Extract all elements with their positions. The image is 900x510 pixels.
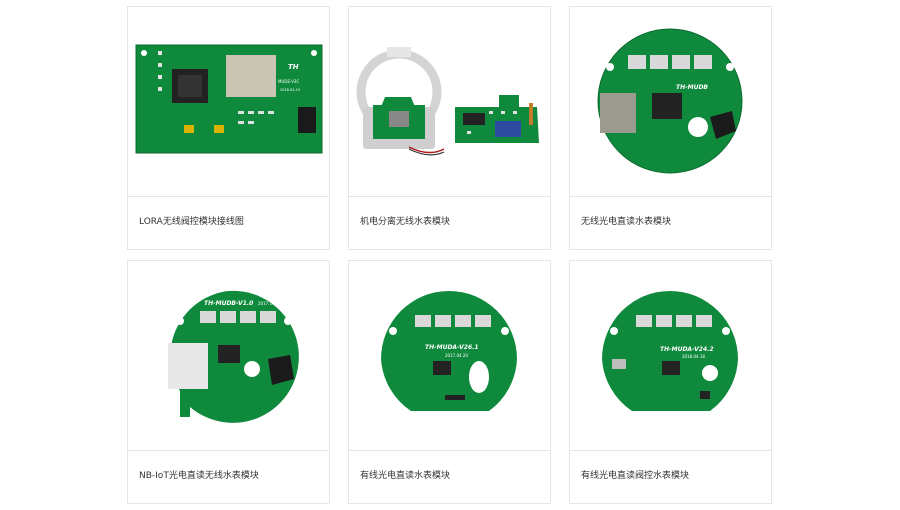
board-label-model: TH-MUDB xyxy=(676,84,708,91)
wired-photoelectric-board-image[interactable]: TH-MUDA-V26.1 2017.04.20 xyxy=(349,261,550,451)
board-label-date: 2018.04.18 xyxy=(682,354,705,359)
board-label-model: TH-MUDA-V24.2 xyxy=(660,346,714,353)
product-caption[interactable]: 无线光电直读水表模块 xyxy=(581,217,672,227)
wired-valve-board-image[interactable]: TH-MUDA-V24.2 2018.04.18 xyxy=(570,261,771,451)
product-card-electromechanical[interactable]: 机电分离无线水表模块 xyxy=(348,6,551,250)
board-label-date: 2017.04.20 xyxy=(445,353,468,358)
lora-board-image[interactable]: TH MUDE-V3C 2018.04.19 xyxy=(128,7,329,197)
electromechanical-board-image[interactable] xyxy=(349,7,550,197)
product-caption[interactable]: 机电分离无线水表模块 xyxy=(360,217,451,227)
product-card-wireless-photoelectric[interactable]: TH-MUDB 无线光电直读水表模块 xyxy=(569,6,772,250)
product-caption[interactable]: 有线光电直读阀控水表模块 xyxy=(581,471,690,481)
board-label-model: TH-MUDA-V26.1 xyxy=(425,344,479,351)
product-caption[interactable]: LORA无线阀控模块接线图 xyxy=(139,217,244,227)
product-card-wired-photoelectric[interactable]: TH-MUDA-V26.1 2017.04.20 有线光电直读水表模块 xyxy=(348,260,551,504)
nbiot-board-image[interactable]: TH-MUDB-V1.0 2017.1.12 xyxy=(128,261,329,451)
product-card-wired-valve[interactable]: TH-MUDA-V24.2 2018.04.18 有线光电直读阀控水表模块 xyxy=(569,260,772,504)
board-label-model: MUDE-V3C xyxy=(278,79,299,84)
product-caption[interactable]: NB-IoT光电直读无线水表模块 xyxy=(139,471,259,481)
board-label-brand: TH xyxy=(288,63,299,71)
product-card-nbiot[interactable]: TH-MUDB-V1.0 2017.1.12 NB-IoT光电直读无线水表模块 xyxy=(127,260,330,504)
board-label-date: 2017.1.12 xyxy=(258,301,279,306)
board-label-date: 2018.04.19 xyxy=(280,88,300,92)
board-label-model: TH-MUDB-V1.0 xyxy=(204,300,253,307)
product-card-lora[interactable]: TH MUDE-V3C 2018.04.19 LORA无线阀控模块接线图 xyxy=(127,6,330,250)
wireless-photoelectric-board-image[interactable]: TH-MUDB xyxy=(570,7,771,197)
product-caption[interactable]: 有线光电直读水表模块 xyxy=(360,471,451,481)
